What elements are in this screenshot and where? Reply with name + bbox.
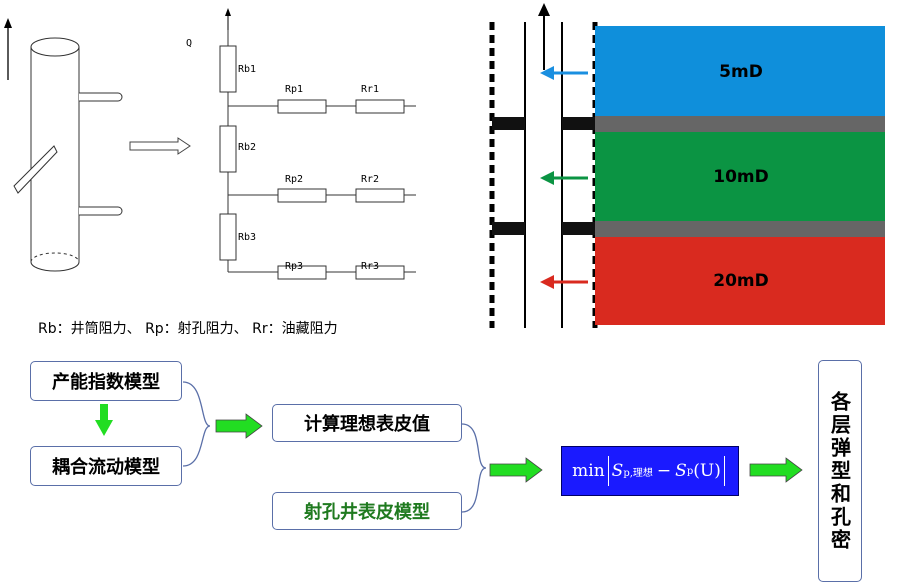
layer-label-5md: 5mD: [719, 62, 763, 82]
packer-lower-right: [562, 222, 595, 235]
wellbore-sketch: [4, 18, 191, 272]
tubing-flow-arrow: [538, 3, 550, 70]
label-rr3: Rr3: [361, 261, 380, 272]
perforation-tunnels: [13, 92, 123, 216]
resistor-rb3: [219, 213, 237, 261]
packer-lower-left: [492, 222, 525, 235]
formula-sub1: p,理想: [623, 467, 653, 479]
label-rb1: Rb1: [238, 64, 257, 75]
coupled-flow-model-box: 耦合流动模型: [30, 446, 182, 486]
formula-min: min: [572, 461, 605, 481]
left-brace: [182, 381, 211, 467]
resistor-rp2: [277, 188, 327, 203]
layer-10md: [595, 132, 885, 221]
abs-bar-right: [723, 456, 725, 486]
layer-20md: [595, 237, 885, 325]
inflow-arrow-10md: [540, 171, 588, 185]
right-brace: [461, 423, 487, 513]
resistance-network: [219, 8, 416, 280]
resistor-rr1: [355, 99, 405, 114]
label-rb2: Rb2: [238, 142, 257, 153]
down-arrow-green: [95, 404, 113, 436]
perforation-skin-box: 射孔井表皮模型: [272, 492, 462, 530]
formula-sub2: p: [686, 465, 694, 477]
productivity-model-box: 产能指数模型: [30, 361, 182, 401]
wellbore-cylinder: [30, 37, 80, 272]
label-rr1: Rr1: [361, 84, 380, 95]
result-box: 各层弹型和孔密: [818, 360, 862, 582]
formula-s1: S: [611, 461, 624, 481]
upward-flow-arrow: [4, 18, 12, 80]
green-arrow-2: [489, 457, 543, 483]
formula-minus: −: [656, 461, 672, 481]
resistor-rb2: [219, 125, 237, 173]
resistor-rp1: [277, 99, 327, 114]
label-rp1: Rp1: [285, 84, 304, 95]
inflow-arrow-5md: [540, 66, 588, 80]
hollow-right-arrow: [129, 137, 191, 155]
abs-bar-left: [607, 456, 609, 486]
label-rp2: Rp2: [285, 174, 304, 185]
layered-reservoir: [489, 3, 885, 328]
formula-s2: S: [675, 461, 687, 481]
ideal-skin-box: 计算理想表皮值: [272, 404, 462, 442]
label-rp3: Rp3: [285, 261, 304, 272]
layer-label-20md: 20mD: [713, 271, 769, 291]
resistor-rr2: [355, 188, 405, 203]
inflow-arrow-20md: [540, 275, 588, 289]
resistance-legend: Rb：井筒阻力、 Rp：射孔阻力、 Rr：油藏阻力: [38, 321, 338, 337]
label-rr2: Rr2: [361, 174, 380, 185]
formula-arg: (U): [693, 461, 721, 481]
green-arrow-3: [749, 457, 803, 483]
layer-separator-1: [595, 116, 885, 132]
result-text: 各层弹型和孔密: [827, 390, 852, 552]
flowchart-connectors: [95, 381, 803, 513]
packer-upper-left: [492, 117, 525, 130]
green-arrow-1: [215, 413, 263, 439]
layer-separator-2: [595, 221, 885, 237]
layer-label-10md: 10mD: [713, 167, 769, 187]
resistor-rb1: [219, 45, 237, 93]
layer-5md: [595, 26, 885, 116]
packer-upper-right: [562, 117, 595, 130]
flow-label-q: Q: [186, 38, 193, 49]
label-rb3: Rb3: [238, 232, 257, 243]
